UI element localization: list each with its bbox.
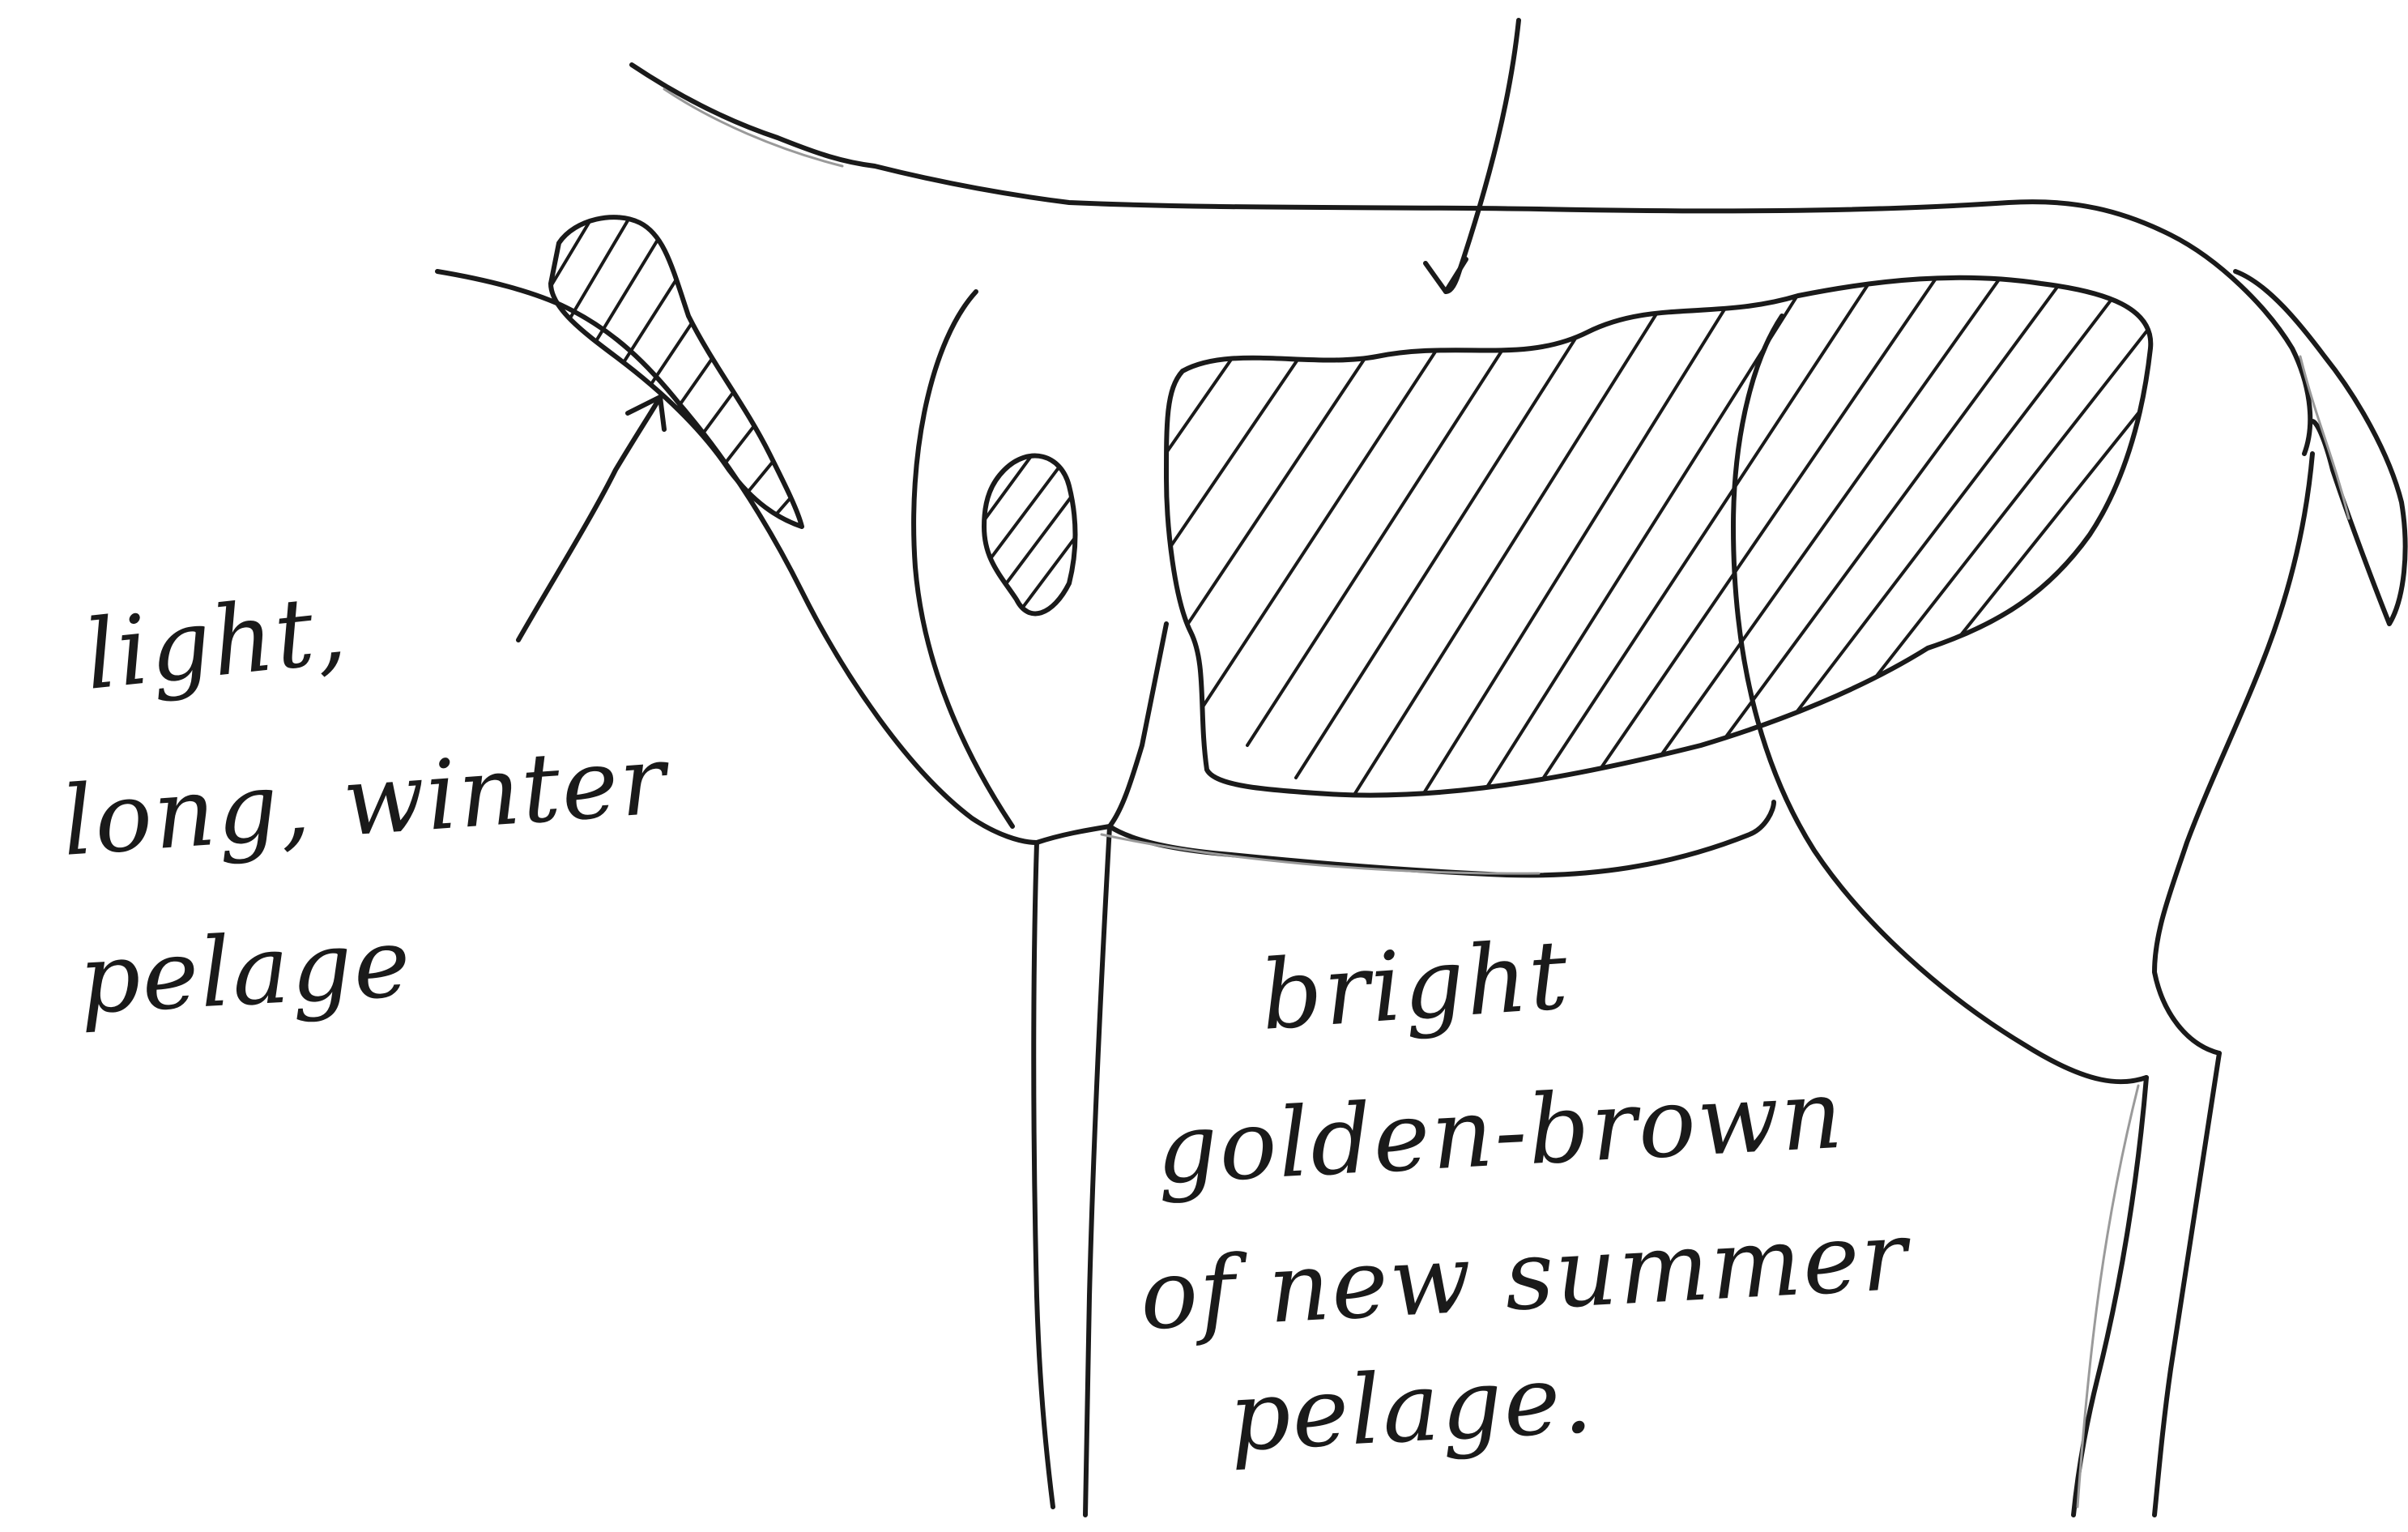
winter-label-line-2: long, winter	[58, 723, 674, 877]
back-arrow-icon	[1446, 20, 1519, 292]
summer-pelage-patch	[1053, 243, 2235, 859]
summer-label-line-2: golden-brown	[1153, 1058, 1847, 1206]
winter-label-line-3: pelage	[76, 907, 414, 1035]
summer-label: bright golden-brown of new summer pelage…	[1137, 919, 1915, 1473]
shoulder-spot	[956, 437, 1118, 656]
arrows	[518, 20, 1519, 640]
winter-label-line-1: light,	[80, 573, 353, 711]
summer-label-line-1: bright	[1257, 919, 1572, 1052]
summer-label-line-4: pelage.	[1226, 1342, 1596, 1473]
winter-label: light, long, winter pelage	[58, 573, 674, 1035]
winter-pelage-patch	[518, 178, 875, 583]
neck-arrow-icon	[518, 397, 660, 640]
summer-label-line-3: of new summer	[1137, 1199, 1915, 1351]
